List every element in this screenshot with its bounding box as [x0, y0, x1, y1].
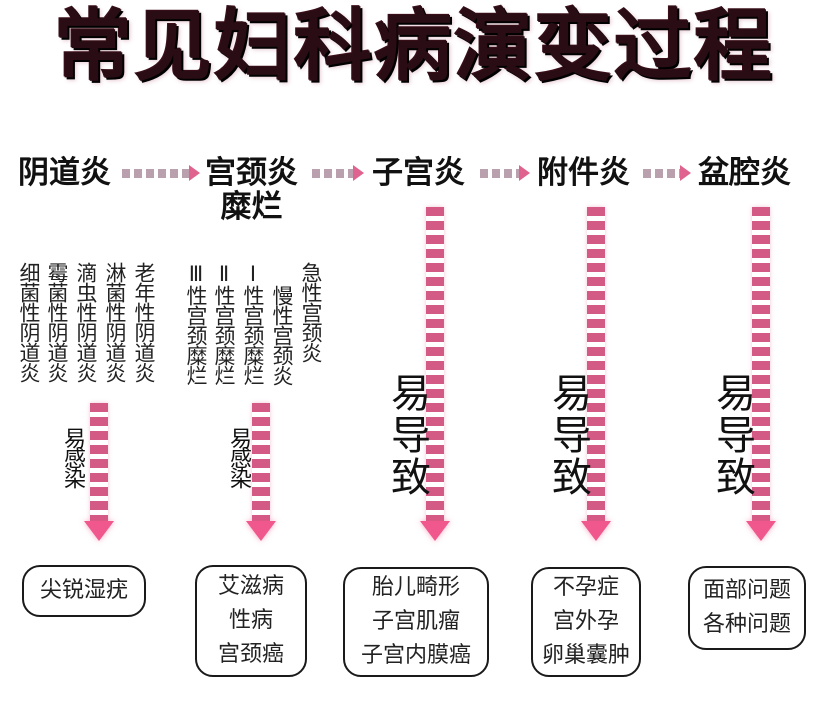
stage-label: 阴道炎 — [18, 155, 111, 191]
page-title: 常见妇科病演变过程 — [53, 2, 774, 92]
label-leads-to-1: 易导致 — [384, 372, 430, 498]
stage-vaginitis: 阴道炎 — [18, 156, 111, 190]
arrow-down-icon — [84, 521, 114, 541]
subtype-grade1-erosion: Ⅰ性宫颈糜烂 — [241, 262, 265, 385]
arrow-down-icon — [420, 521, 450, 541]
arrow-right-icon — [353, 165, 364, 181]
stage-label: 宫颈炎 — [205, 155, 298, 191]
stage-label: 子宫炎 — [372, 155, 465, 191]
outcome-box-adnexitis: 不孕症 宫外孕 卵巢囊肿 — [531, 567, 641, 677]
outcome-line: 尖锐湿疣 — [39, 578, 128, 603]
label-leads-to-2: 易导致 — [545, 372, 591, 498]
down-arrow-2 — [246, 403, 276, 541]
outcome-line: 宫颈癌 — [217, 642, 284, 667]
arrow-dots — [752, 207, 770, 521]
subtype-grade2-erosion: Ⅱ性宫颈糜烂 — [212, 262, 236, 385]
arrow-dots — [90, 403, 108, 521]
progression-arrow-2 — [312, 165, 364, 181]
outcome-box-pelvic: 面部问题 各种问题 — [688, 566, 806, 650]
arrow-dots — [426, 207, 444, 521]
progression-arrow-4 — [643, 165, 691, 181]
down-arrow-3 — [420, 207, 450, 541]
arrow-down-icon — [581, 521, 611, 541]
outcome-line: 面部问题 — [702, 578, 791, 603]
subtype-fungal-vaginitis: 霉菌性阴道炎 — [45, 262, 69, 382]
arrow-dots — [252, 403, 270, 521]
down-arrow-1 — [84, 403, 114, 541]
label-susceptible-2: 易感染 — [226, 427, 251, 487]
outcome-line: 卵巢囊肿 — [541, 643, 630, 668]
arrow-right-icon — [680, 165, 691, 181]
subtype-senile-vaginitis: 老年性阴道炎 — [132, 262, 156, 382]
progression-arrow-1 — [122, 165, 200, 181]
subtype-gonococcal-vaginitis: 淋菌性阴道炎 — [103, 262, 127, 382]
outcome-line: 宫外孕 — [552, 609, 619, 634]
subtype-bacterial-vaginitis: 细菌性阴道炎 — [17, 262, 41, 382]
outcome-line: 性病 — [228, 608, 273, 633]
outcome-line: 不孕症 — [552, 575, 619, 600]
arrow-dots — [587, 207, 605, 521]
outcome-line: 艾滋病 — [217, 574, 284, 599]
stage-pelvic-inflammation: 盆腔炎 — [698, 156, 791, 190]
stage-label: 附件炎 — [537, 155, 630, 191]
outcome-box-cervicitis: 艾滋病 性病 宫颈癌 — [195, 565, 307, 677]
outcome-line: 各种问题 — [702, 612, 791, 637]
arrow-down-icon — [746, 521, 776, 541]
stage-sublabel: 糜烂 — [220, 189, 283, 225]
subtype-chronic-cervicitis: 慢性宫颈炎 — [270, 285, 294, 385]
down-arrow-5 — [746, 207, 776, 541]
down-arrow-4 — [581, 207, 611, 541]
arrow-dots — [312, 168, 353, 178]
outcome-line: 子宫肌瘤 — [371, 609, 460, 634]
arrow-dots — [122, 168, 189, 178]
subtype-grade3-erosion: Ⅲ性宫颈糜烂 — [184, 262, 208, 385]
label-susceptible-1: 易感染 — [60, 427, 85, 487]
stage-cervicitis: 宫颈炎 糜烂 — [205, 156, 298, 224]
stage-label: 盆腔炎 — [698, 155, 791, 191]
outcome-box-uteritis: 胎儿畸形 子宫肌瘤 子宫内膜癌 — [343, 567, 489, 677]
outcome-line: 胎儿畸形 — [371, 575, 460, 600]
outcome-box-genital-warts: 尖锐湿疣 — [22, 565, 146, 617]
subtype-trichomonas-vaginitis: 滴虫性阴道炎 — [74, 262, 98, 382]
subtype-acute-cervicitis: 急性宫颈炎 — [299, 262, 323, 362]
arrow-right-icon — [519, 165, 530, 181]
stage-adnexitis: 附件炎 — [537, 156, 630, 190]
progression-arrow-3 — [480, 165, 530, 181]
stage-uteritis: 子宫炎 — [372, 156, 465, 190]
arrow-dots — [480, 168, 519, 178]
arrow-down-icon — [246, 521, 276, 541]
outcome-line: 子宫内膜癌 — [360, 643, 471, 668]
label-leads-to-3: 易导致 — [709, 372, 755, 498]
arrow-dots — [643, 168, 680, 178]
arrow-right-icon — [189, 165, 200, 181]
